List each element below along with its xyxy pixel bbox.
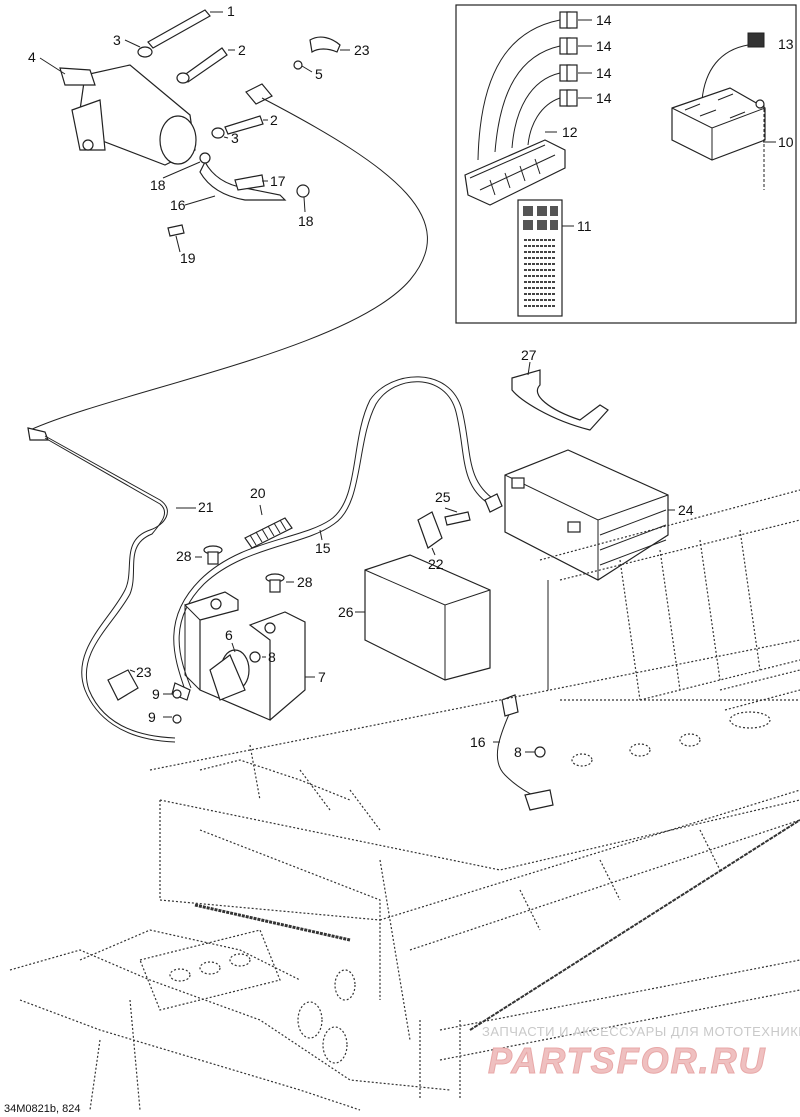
callout-9a: 9 — [152, 686, 160, 702]
callout-17: 17 — [270, 173, 286, 189]
cable-16-top — [199, 160, 287, 201]
terminal — [245, 83, 273, 105]
boot-23b — [107, 669, 139, 701]
callout-18a: 18 — [150, 177, 166, 193]
watermark-tagline: ЗАПЧАСТИ И АКСЕССУАРЫ ДЛЯ МОТОТЕХНИКИ — [482, 1024, 800, 1039]
callout-25: 25 — [435, 489, 451, 505]
bolt-8b — [534, 746, 546, 758]
callout-28b: 28 — [297, 574, 313, 590]
fuse-box-inset-frame — [455, 4, 797, 324]
callout-6: 6 — [225, 627, 233, 643]
bolt-17 — [234, 174, 265, 191]
washer-3a — [137, 46, 153, 58]
callout-27: 27 — [521, 347, 537, 363]
washer-3b — [211, 127, 225, 139]
relay-box — [671, 87, 766, 161]
battery-strap — [511, 369, 609, 431]
callout-14d: 14 — [596, 90, 612, 106]
relay — [747, 32, 765, 48]
callout-16b: 16 — [470, 734, 486, 750]
battery — [504, 449, 669, 581]
callout-labels: 1 2 2 3 3 4 5 6 7 8 8 9 9 10 11 12 13 14… — [28, 3, 794, 760]
callout-22: 22 — [428, 556, 444, 572]
callout-15: 15 — [315, 540, 331, 556]
callout-19: 19 — [180, 250, 196, 266]
callout-23a: 23 — [354, 42, 370, 58]
bolt-1 — [147, 9, 211, 49]
boot-23 — [309, 36, 341, 54]
callout-18b: 18 — [298, 213, 314, 229]
boot-22 — [417, 511, 443, 549]
fuse-box — [464, 139, 566, 206]
nut-8a — [249, 651, 261, 663]
chassis-frame — [9, 489, 800, 1111]
callout-14b: 14 — [596, 38, 612, 54]
callout-3b: 3 — [231, 130, 239, 146]
battery-pad — [364, 554, 491, 681]
screw-25 — [444, 511, 471, 526]
nut-9a — [172, 689, 182, 699]
callout-16a: 16 — [170, 197, 186, 213]
bolt-2b — [224, 115, 264, 135]
callout-11: 11 — [577, 218, 592, 234]
callout-3a: 3 — [113, 32, 121, 48]
solenoid-6 — [209, 649, 250, 701]
callout-26: 26 — [338, 604, 354, 620]
callout-1: 1 — [227, 3, 235, 19]
lock-washer-18 — [296, 184, 310, 198]
callout-10: 10 — [778, 134, 794, 150]
callout-8b: 8 — [514, 744, 522, 760]
callout-24: 24 — [678, 502, 694, 518]
callout-20: 20 — [250, 485, 266, 501]
callout-4: 4 — [28, 49, 36, 65]
callout-12: 12 — [562, 124, 578, 140]
watermark-logo: PARTSFOR.RU — [488, 1040, 767, 1081]
callout-14c: 14 — [596, 65, 612, 81]
callout-14a: 14 — [596, 12, 612, 28]
callout-2a: 2 — [238, 42, 246, 58]
spring-20 — [244, 517, 293, 549]
grommet-28a — [203, 545, 223, 565]
callout-2b: 2 — [270, 112, 278, 128]
callout-5: 5 — [315, 66, 323, 82]
callout-13: 13 — [778, 36, 794, 52]
callout-8a: 8 — [268, 649, 276, 665]
fuse-group — [559, 11, 578, 107]
grommet-28b — [265, 573, 285, 593]
starter-motor — [59, 64, 197, 166]
nut-5 — [293, 60, 303, 70]
figure-reference: 34M0821b, 824 — [4, 1103, 80, 1115]
callout-23b: 23 — [136, 664, 152, 680]
fuse-label-sheet — [517, 199, 563, 317]
callout-28a: 28 — [176, 548, 192, 564]
nut-9b — [172, 714, 182, 724]
bolt-2a — [182, 47, 228, 83]
callout-7: 7 — [318, 669, 326, 685]
callout-9b: 9 — [148, 709, 156, 725]
screw-19 — [167, 224, 185, 237]
solenoid-bracket — [184, 591, 306, 721]
callout-21: 21 — [198, 499, 214, 515]
